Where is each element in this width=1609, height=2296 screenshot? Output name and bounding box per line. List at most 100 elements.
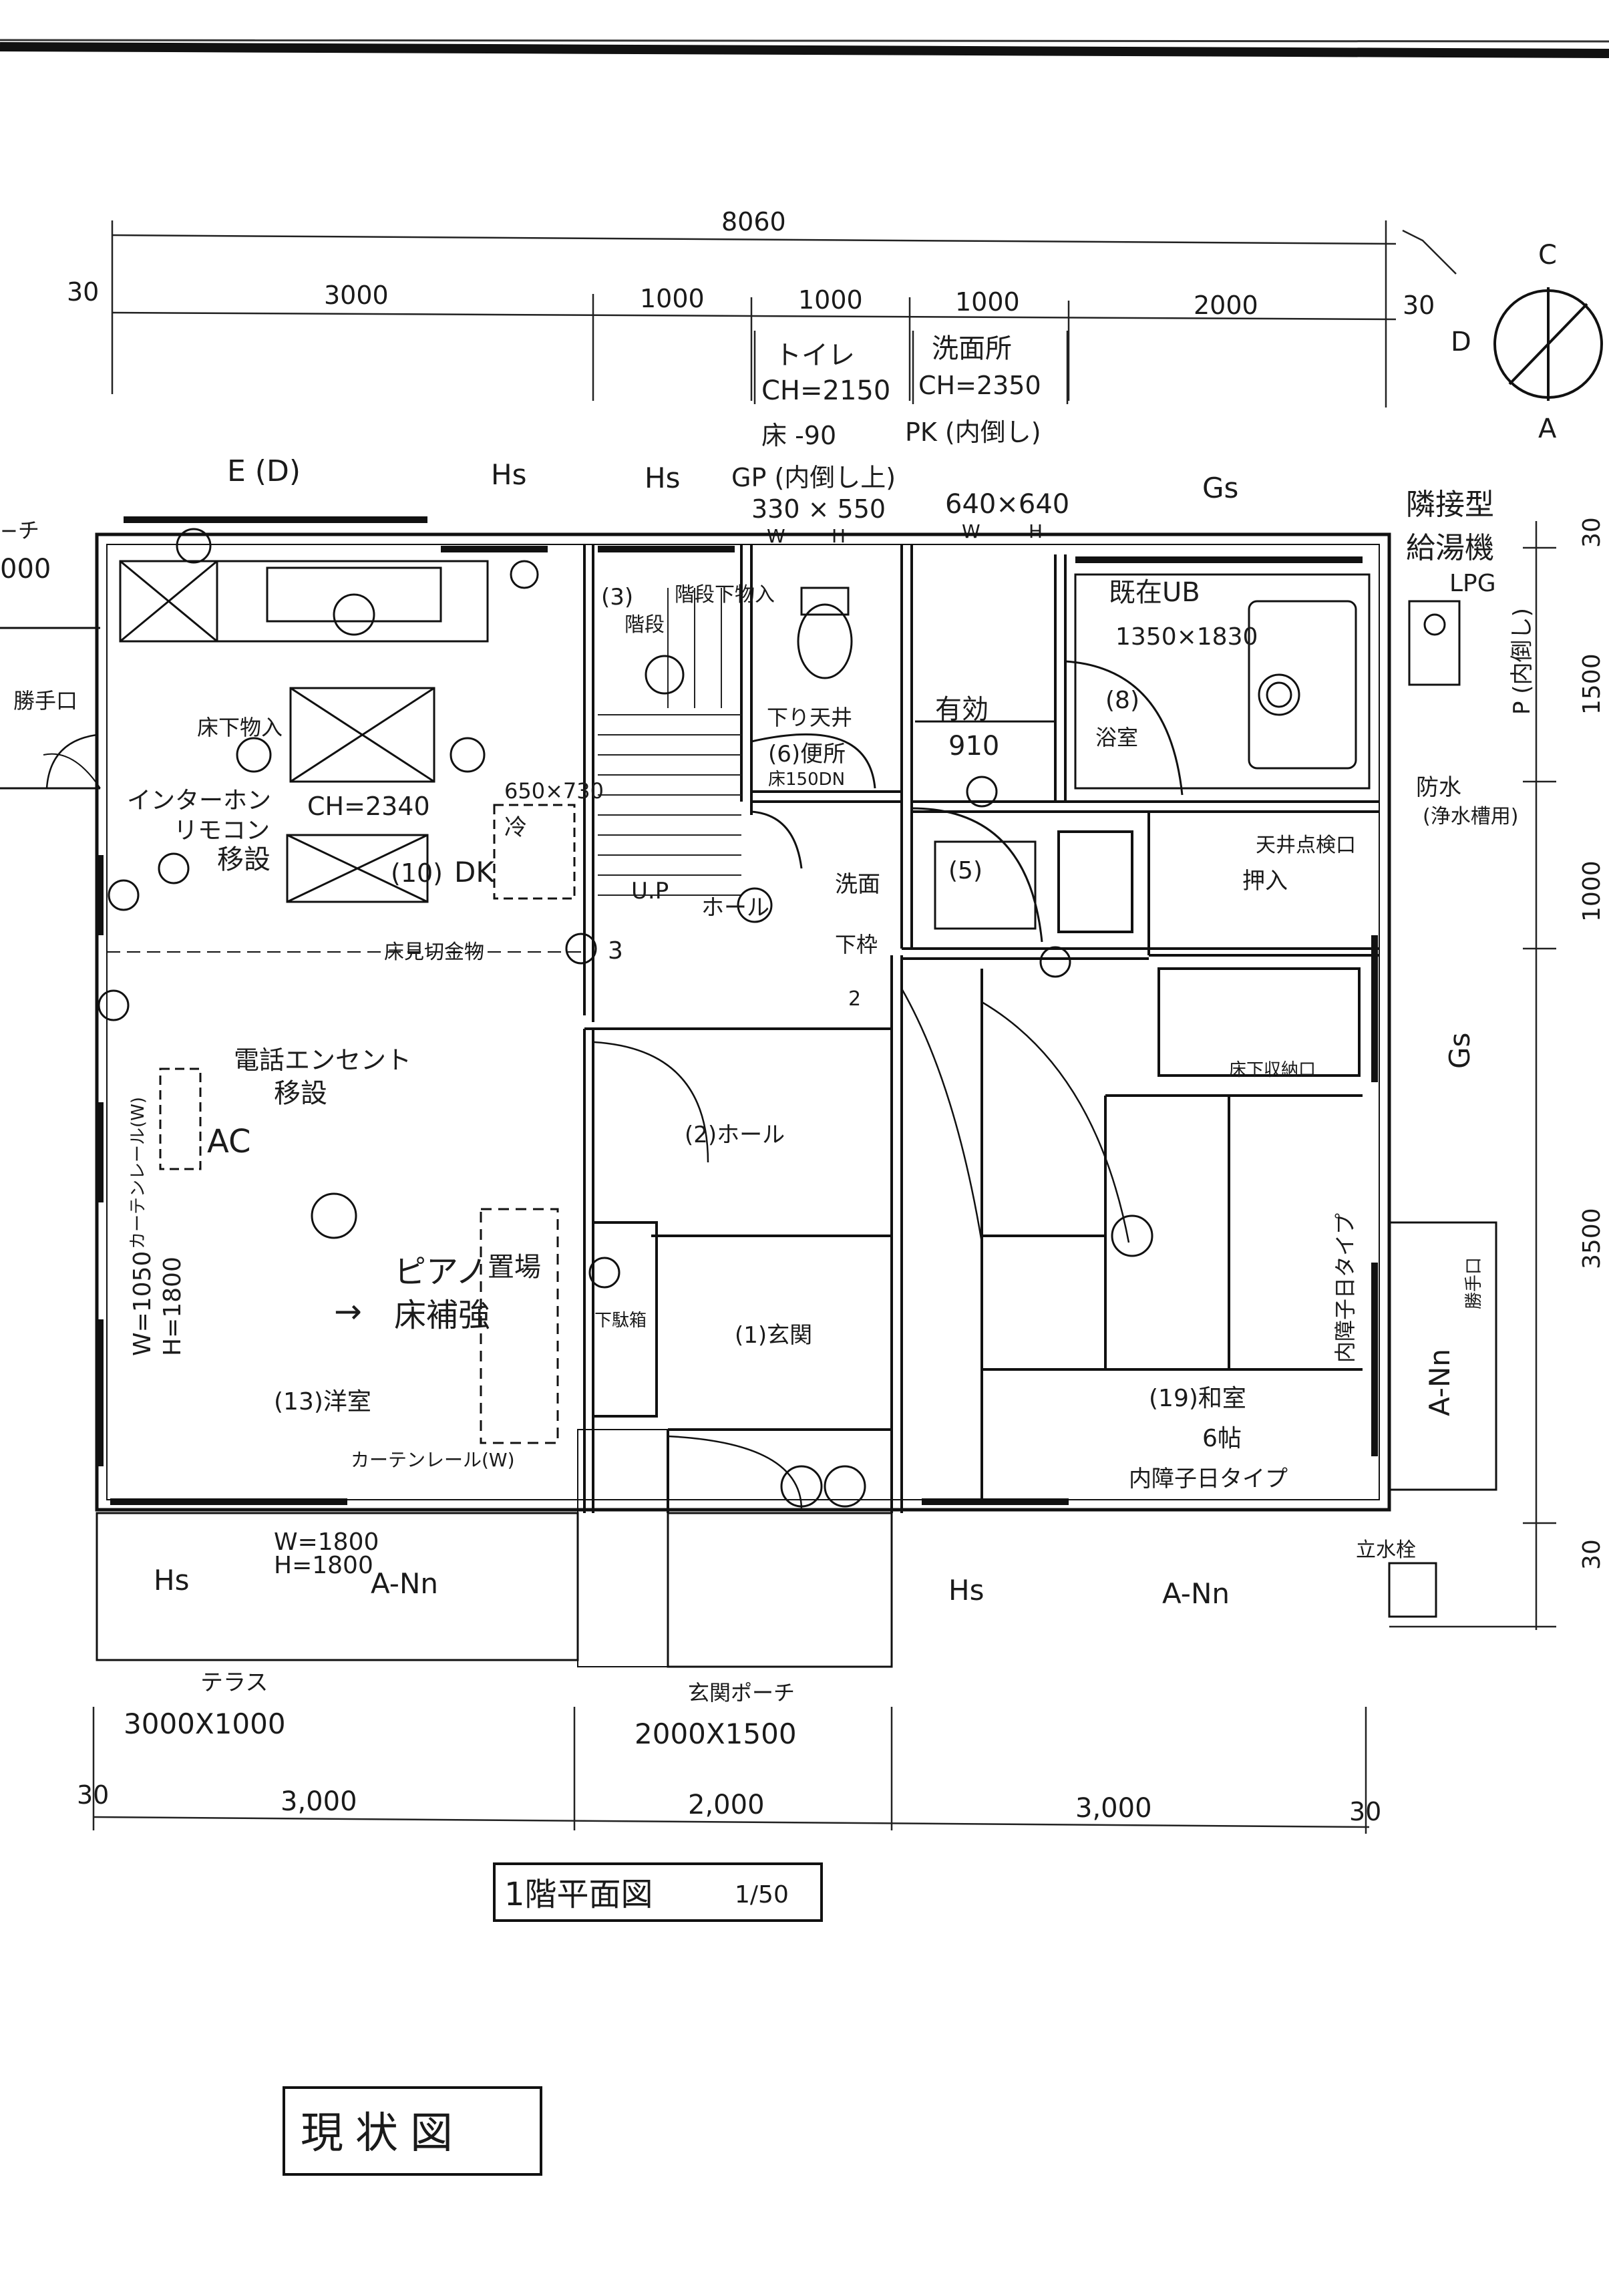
label-water-heater-2: 給湯機 (1406, 531, 1494, 565)
label-bath-room: 浴室 (1095, 725, 1138, 750)
label-toilet: (6)便所 (768, 741, 846, 768)
terrace-porch (96, 1221, 1497, 1668)
label-porch-size: 2000X1500 (635, 1717, 797, 1750)
label-waterproof: 防水 (1416, 774, 1461, 801)
dim-right-5: 30 (1578, 1539, 1606, 1570)
label-window-b: W=1800 (274, 1528, 379, 1556)
compass-c: C (1538, 240, 1557, 271)
label-gs-right: Gs (1443, 1033, 1476, 1069)
label-h-2: H (1029, 520, 1043, 542)
label-up: U.P (631, 878, 669, 905)
label-gp-size: 330 × 550 (751, 494, 886, 524)
title-plan: 1階平面図 (504, 1876, 653, 1913)
dim-total: 8060 (721, 207, 786, 236)
dk-fixtures (159, 687, 576, 1444)
label-dk-num: (10) (391, 858, 443, 888)
label-num-2: 2 (848, 987, 861, 1011)
label-stair-storage: 階段下物入 (675, 583, 775, 607)
label-left-door: 勝手口 (13, 688, 77, 713)
toilet-fixture (751, 587, 876, 789)
label-water-heater-3: LPG (1449, 570, 1496, 597)
label-e-d: E (D) (227, 454, 301, 488)
label-piano: ピアノ (394, 1253, 488, 1291)
label-stair-num: (3) (601, 584, 633, 611)
dim-bottom-right-margin: 30 (1349, 1797, 1381, 1826)
label-bath-size: 1350×1830 (1115, 623, 1258, 651)
label-stair: 階段 (624, 613, 665, 637)
dim-right-1: 30 (1578, 517, 1606, 548)
label-terrace: テラス (200, 1669, 268, 1696)
label-toilet-sub: 床150DN (768, 770, 845, 790)
right-dimension-lines (1389, 521, 1556, 1630)
title-status: 現状図 (301, 2109, 465, 2158)
compass-icon (1493, 287, 1603, 401)
label-shoes: 下駄箱 (594, 1311, 647, 1331)
label-p-note: P (内倒し) (1509, 608, 1536, 715)
note-floor: 床 -90 (761, 421, 836, 450)
label-ann-bottom-left: A-Nn (371, 1567, 438, 1600)
top-notes-box (753, 331, 1069, 404)
label-piano-place: 置場 (488, 1252, 541, 1283)
label-ann-bottom-right: A-Nn (1162, 1577, 1230, 1610)
label-left-dim: 000 (0, 554, 51, 585)
dim-bottom-seg-3: 3,000 (1075, 1793, 1152, 1824)
label-japanese-type-side: 内障子日タイプ (1332, 1213, 1358, 1363)
interior-walls (107, 544, 1379, 1513)
label-window-b2: H=1800 (274, 1552, 373, 1579)
label-ac: AC (207, 1123, 251, 1160)
label-closet: 押入 (1242, 868, 1288, 894)
label-hall: (2)ホール (685, 1122, 785, 1148)
dim-top-right-margin: 30 (1403, 291, 1435, 320)
label-japanese-type: 内障子日タイプ (1129, 1466, 1288, 1492)
label-western: (13)洋室 (274, 1388, 371, 1416)
wash-fixture (751, 807, 1043, 943)
label-relocate-2: 移設 (274, 1078, 327, 1109)
label-ann-right: A-Nn (1423, 1349, 1456, 1416)
label-water-heater-1: 隣接型 (1406, 488, 1494, 522)
note-pk: PK (内倒し) (905, 418, 1041, 447)
compass-d: D (1451, 327, 1471, 357)
dim-bottom-left-margin: 30 (77, 1780, 109, 1810)
window-bars (97, 516, 1378, 1505)
dim-right-2: 1500 (1578, 653, 1606, 715)
dim-top-left-margin: 30 (67, 277, 99, 307)
note-washroom-ch: CH=2350 (918, 371, 1041, 400)
label-fridge-size: 650×730 (504, 778, 604, 804)
label-window-640: 640×640 (945, 489, 1069, 520)
label-intercom: インターホン (127, 787, 271, 814)
label-dk-ch: CH=2340 (307, 792, 430, 821)
note-toilet: トイレ (775, 340, 855, 371)
label-hs-bottom-left: Hs (154, 1564, 189, 1597)
label-relocate: 移設 (217, 844, 271, 875)
label-standpipe: 立水栓 (1356, 1538, 1416, 1562)
label-window-v: W=1050 (129, 1251, 156, 1356)
label-effective: 有効 (935, 694, 989, 725)
label-japanese-tatami: 6帖 (1202, 1425, 1242, 1452)
label-wash-sub: 下枠 (835, 932, 878, 957)
label-floor-reinforce: 床補強 (394, 1297, 490, 1334)
dim-top-seg-3: 1000 (798, 285, 863, 315)
label-toilet-ceiling: 下り天井 (767, 705, 852, 730)
bath-fixture (1065, 573, 1461, 796)
fixture-symbols (98, 528, 1153, 1508)
label-wall-side: 勝手口 (1464, 1257, 1484, 1309)
label-bath-existing: 既在UB (1109, 577, 1200, 608)
kitchen-counter (119, 560, 489, 643)
label-hall-side: ホール (701, 894, 769, 921)
bottom-dimension-lines (92, 1707, 1370, 1834)
label-phone-outlet: 電話エンセント (234, 1045, 411, 1075)
label-floor-metal: 床見切金物 (384, 941, 484, 964)
label-japanese: (19)和室 (1149, 1385, 1246, 1412)
label-remote: リモコン (174, 817, 270, 844)
label-curtain-h: カーテンレール(W) (351, 1449, 515, 1471)
label-gs-top: Gs (1202, 472, 1238, 504)
label-under-floor: 床下収納口 (1229, 1060, 1316, 1080)
label-gp: GP (内倒し上) (731, 463, 896, 492)
label-entry: (1)玄関 (735, 1322, 812, 1349)
label-hs-top-1: Hs (491, 458, 526, 491)
dim-top-seg-4: 1000 (955, 287, 1020, 317)
dim-bottom-seg-1: 3,000 (281, 1786, 357, 1817)
note-washroom: 洗面所 (932, 333, 1012, 364)
page-top-border (0, 39, 1609, 58)
dim-top-seg-5: 2000 (1194, 291, 1258, 320)
